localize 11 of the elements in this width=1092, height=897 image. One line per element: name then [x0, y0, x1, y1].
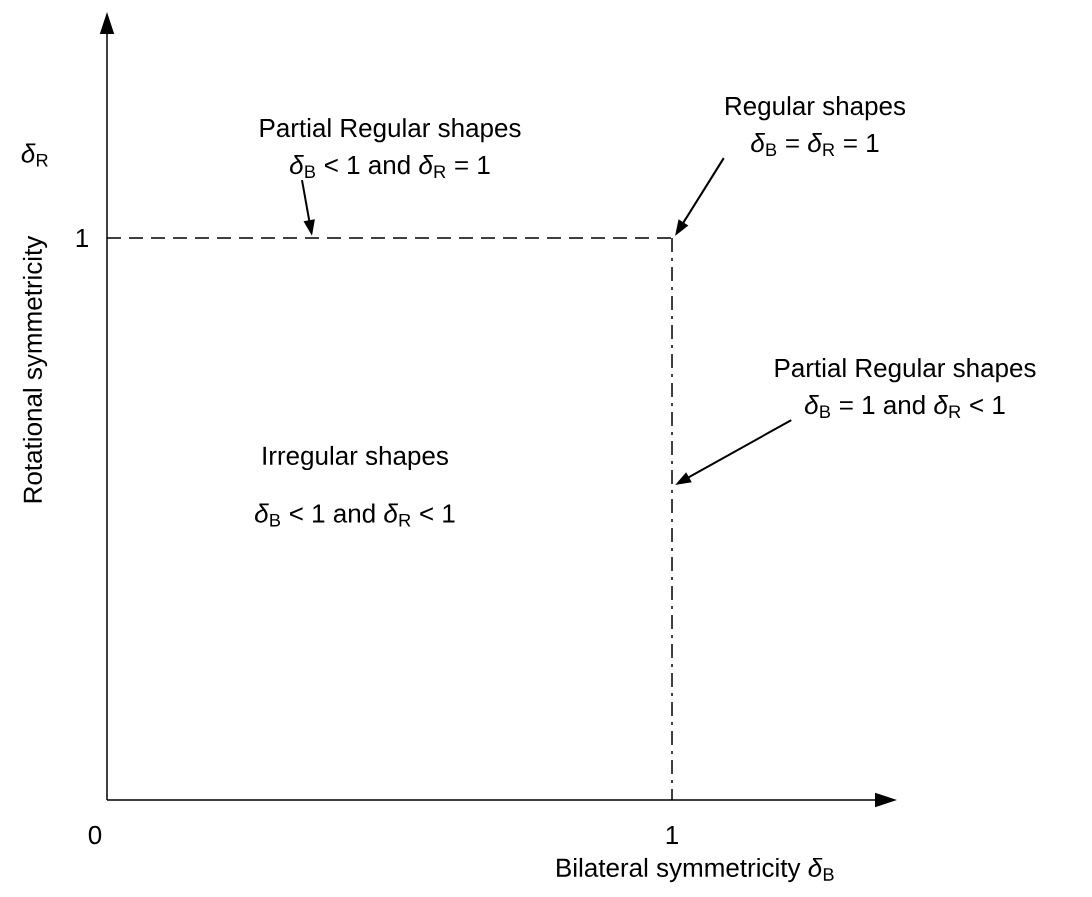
region-label: Irregular shapes — [263, 445, 448, 471]
annotation-text: Partial Regular shapes δ$_{B}$ = 1 and δ$_{R}$ < 1 — [775, 358, 1036, 418]
annotation-text: Regular shapes δ$_{B}$ = δ$_{R}$ = 1 — [726, 96, 906, 156]
tick-label: 0 — [88, 825, 102, 845]
annotation-text: Partial Regular shapes δ$_{B}$ < 1 and δ$_{R}$ = 1 — [260, 118, 521, 178]
region-label: δ$_{B}$ < 1 and δ$_{R}$ < 1 — [255, 503, 455, 527]
tick-label: 1 — [76, 229, 88, 247]
axis-label: Rotational symmetricity — [22, 235, 48, 503]
tick-label: 1 — [666, 826, 678, 844]
axis-label: δ$_{R}$ — [21, 143, 48, 167]
axis-label: Bilateral symmetricity δ$_{B}$ — [557, 857, 834, 883]
